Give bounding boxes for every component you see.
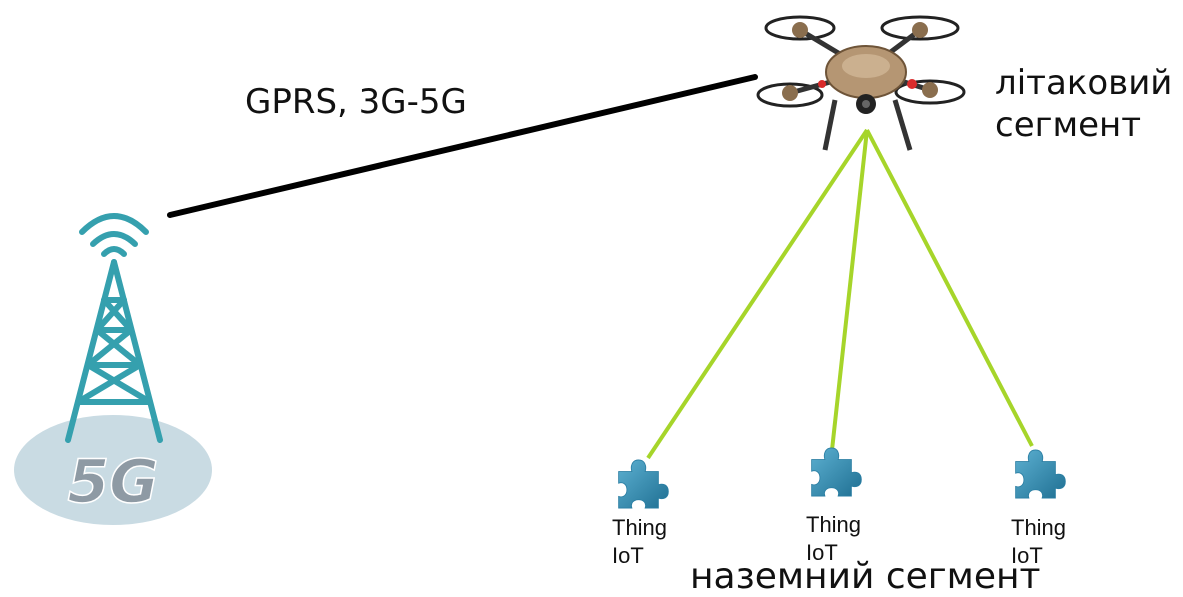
ground-segment-label: наземний сегмент [690,556,1041,597]
puzzle-piece-icon [811,447,862,497]
air-segment-line2: сегмент [995,105,1142,145]
drone-link-line-2 [830,129,869,451]
thing-label-line2: IoT [612,543,644,568]
cellular-link-line [167,74,758,218]
cell-tower-5g-icon: 5G [14,213,212,525]
thing-label-line1: Thing [612,515,668,540]
thing-label-line2: IoT [806,540,838,565]
tower-badge-text: 5G [68,447,159,517]
thing-label-line1: Thing [806,512,862,537]
quadcopter-drone-icon [756,15,966,151]
iot-thing-label: Thing IoT [806,511,861,567]
iot-thing-label: Thing IoT [612,514,667,570]
puzzle-piece-icon [1015,449,1066,499]
iot-thing-label: Thing IoT [1011,514,1066,570]
air-segment-line1: літаковий [995,63,1173,103]
air-segment-label: літаковий сегмент [995,62,1172,146]
thing-label-line1: Thing [1011,515,1067,540]
drone-link-line-1 [646,128,869,460]
thing-label-line2: IoT [1011,543,1043,568]
link-label: GPRS, 3G-5G [245,82,467,122]
drone-link-line-3 [865,129,1034,447]
puzzle-piece-icon [618,459,669,509]
